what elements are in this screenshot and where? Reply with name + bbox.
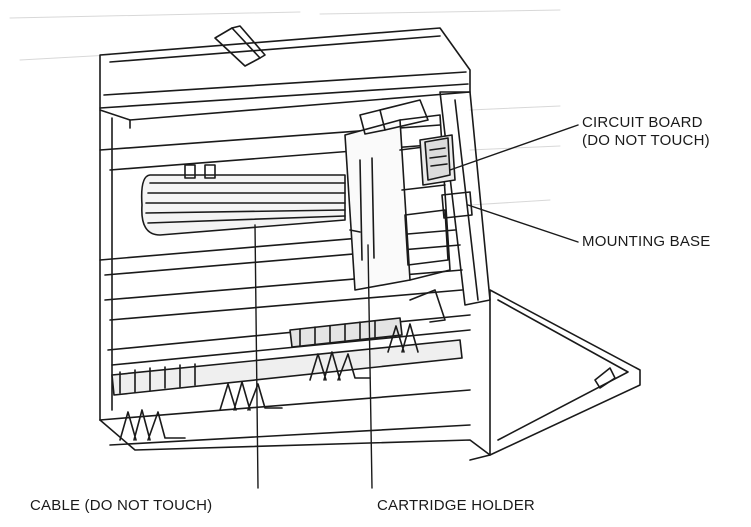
background-scan-artifacts	[9, 9, 561, 206]
paper-guide	[214, 25, 266, 67]
platen-rollers	[111, 317, 463, 396]
printer-base	[99, 389, 491, 456]
label-circuit-board-line1: CIRCUIT BOARD	[582, 114, 703, 131]
label-cable: CABLE (DO NOT TOUCH)	[30, 497, 213, 514]
leader-lines	[254, 124, 579, 489]
label-circuit-board-line2: (DO NOT TOUCH)	[582, 132, 710, 149]
label-mounting-base: MOUNTING BASE	[582, 233, 711, 250]
leader-cartridge-holder	[367, 244, 373, 489]
leader-mounting-base	[467, 204, 579, 243]
label-cartridge-holder: CARTRIDGE HOLDER	[377, 497, 535, 514]
circuit-board-graphic	[424, 137, 473, 219]
leader-circuit-board	[449, 124, 579, 171]
printer-right-wall	[439, 91, 491, 306]
label-circuit-board: CIRCUIT BOARD (DO NOT TOUCH)	[582, 114, 710, 150]
printer-front-door	[469, 289, 641, 461]
cartridge-holder	[344, 99, 456, 291]
printer-top-cover	[99, 27, 471, 129]
ribbon-cable	[140, 164, 346, 236]
leader-cable	[254, 224, 259, 489]
paper-grippers	[119, 289, 446, 441]
